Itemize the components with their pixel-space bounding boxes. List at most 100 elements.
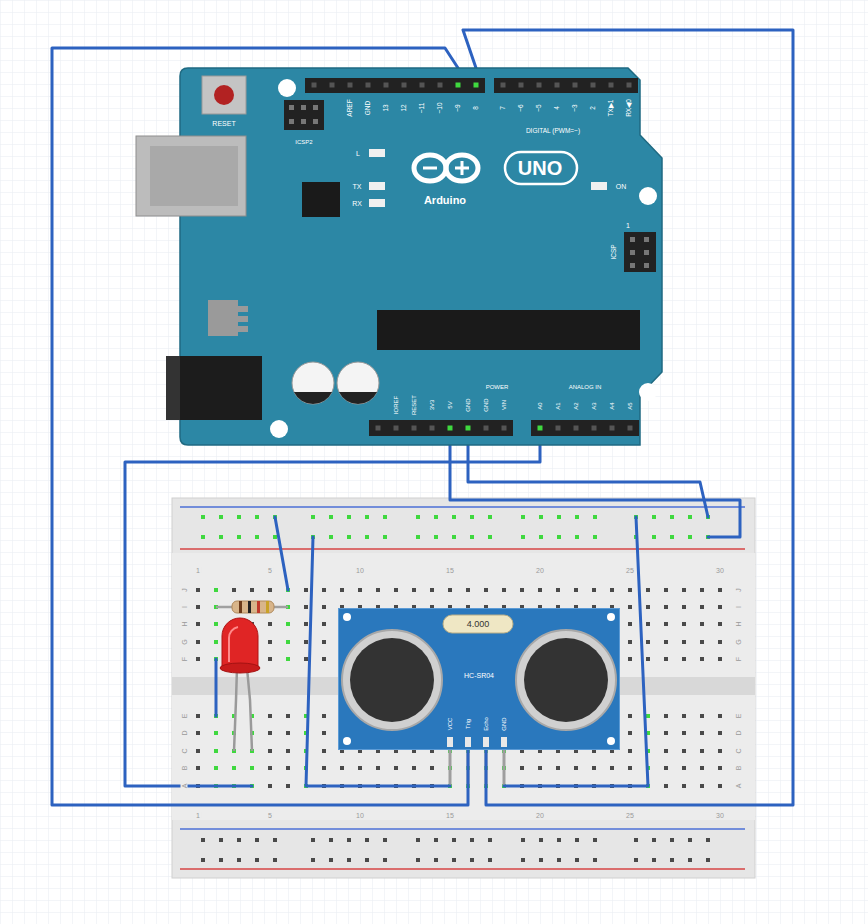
- breadboard-hole: [718, 731, 722, 735]
- rail-hole: [652, 515, 656, 519]
- rail-hole: [237, 535, 241, 539]
- sensor-legs: [450, 748, 504, 786]
- rail-hole: [273, 838, 277, 842]
- column-number: 30: [715, 812, 725, 819]
- rail-hole: [488, 838, 492, 842]
- header-pin: [412, 426, 417, 431]
- breadboard-hole: [268, 588, 272, 592]
- header-pin: [394, 426, 399, 431]
- breadboard-hole: [628, 766, 632, 770]
- breadboard-hole: [664, 749, 668, 753]
- rail-hole: [470, 515, 474, 519]
- rail-hole: [539, 838, 543, 842]
- breadboard-hole: [214, 766, 218, 770]
- rail-hole: [652, 858, 656, 862]
- breadboard-hole: [286, 749, 290, 753]
- button-label: RESET: [212, 120, 235, 127]
- breadboard-hole: [592, 588, 596, 592]
- breadboard-hole: [664, 588, 668, 592]
- pin-label: A2: [573, 402, 579, 409]
- resistor-symbol: [216, 601, 288, 613]
- breadboard-hole: [682, 731, 686, 735]
- header-pin: [402, 83, 407, 88]
- breadboard-hole: [682, 714, 686, 718]
- rail-hole: [434, 515, 438, 519]
- rail-hole: [557, 858, 561, 862]
- breadboard-hole: [682, 766, 686, 770]
- column-number: 10: [355, 812, 365, 819]
- pin-label: 13: [383, 104, 390, 111]
- header-pin: [502, 426, 507, 431]
- rail-hole: [452, 535, 456, 539]
- breadboard-hole: [700, 731, 704, 735]
- header-pin: [627, 83, 632, 88]
- breadboard-hole: [376, 766, 380, 770]
- breadboard-hole: [322, 657, 326, 661]
- pin-label: VIN: [501, 400, 507, 410]
- breadboard-hole: [286, 766, 290, 770]
- rail-hole: [273, 858, 277, 862]
- rail-hole: [593, 858, 597, 862]
- breadboard-hole: [664, 731, 668, 735]
- header-pin: [610, 426, 615, 431]
- breadboard-hole: [628, 749, 632, 753]
- breadboard-hole: [304, 622, 308, 626]
- breadboard-hole: [664, 605, 668, 609]
- pin-label: 8: [473, 106, 480, 110]
- led-label: ON: [616, 183, 627, 190]
- rail-hole: [434, 838, 438, 842]
- column-number: 25: [625, 812, 635, 819]
- breadboard-hole: [682, 657, 686, 661]
- pin-label: 3V3: [429, 400, 435, 411]
- rail-hole: [273, 535, 277, 539]
- pin-label: GND: [501, 717, 507, 730]
- header-pin: [501, 83, 506, 88]
- breadboard-hole: [286, 640, 290, 644]
- breadboard-hole: [610, 588, 614, 592]
- row-letter: A: [735, 783, 742, 790]
- breadboard-hole: [718, 766, 722, 770]
- breadboard-hole: [700, 749, 704, 753]
- header-pin: [348, 83, 353, 88]
- breadboard-hole: [718, 622, 722, 626]
- pin-label: 12: [401, 104, 408, 111]
- breadboard-hole: [574, 766, 578, 770]
- rail-hole: [416, 858, 420, 862]
- breadboard-hole: [214, 640, 218, 644]
- row-letter: F: [735, 656, 742, 662]
- breadboard-hole: [610, 766, 614, 770]
- breadboard-hole: [214, 731, 218, 735]
- pin-label: ~6: [518, 104, 525, 111]
- header-pin: [519, 83, 524, 88]
- rail-hole: [311, 838, 315, 842]
- breadboard-hole: [484, 588, 488, 592]
- rail-hole: [670, 838, 674, 842]
- breadboard-hole: [700, 640, 704, 644]
- rail-hole: [557, 535, 561, 539]
- rail-hole: [593, 838, 597, 842]
- rail-hole: [347, 838, 351, 842]
- breadboard-hole: [718, 714, 722, 718]
- rail-hole: [365, 515, 369, 519]
- pin-label: ~11: [419, 103, 426, 114]
- rail-hole: [575, 535, 579, 539]
- breadboard-hole: [700, 714, 704, 718]
- breadboard-hole: [268, 766, 272, 770]
- rail-hole: [219, 515, 223, 519]
- breadboard-hole: [664, 766, 668, 770]
- rail-hole: [329, 515, 333, 519]
- breadboard-hole: [196, 766, 200, 770]
- breadboard-hole: [340, 588, 344, 592]
- breadboard-hole: [700, 588, 704, 592]
- breadboard-hole: [664, 640, 668, 644]
- pin-label: A1: [555, 402, 561, 409]
- rail-hole: [219, 535, 223, 539]
- row-letter: G: [735, 638, 742, 645]
- breadboard-hole: [682, 640, 686, 644]
- header-label: ICSP2: [295, 139, 312, 145]
- header-pin: [556, 426, 561, 431]
- breadboard-hole: [682, 784, 686, 788]
- row-letter: G: [181, 638, 188, 645]
- pin-label: GND: [483, 398, 489, 411]
- row-letter: I: [735, 605, 742, 609]
